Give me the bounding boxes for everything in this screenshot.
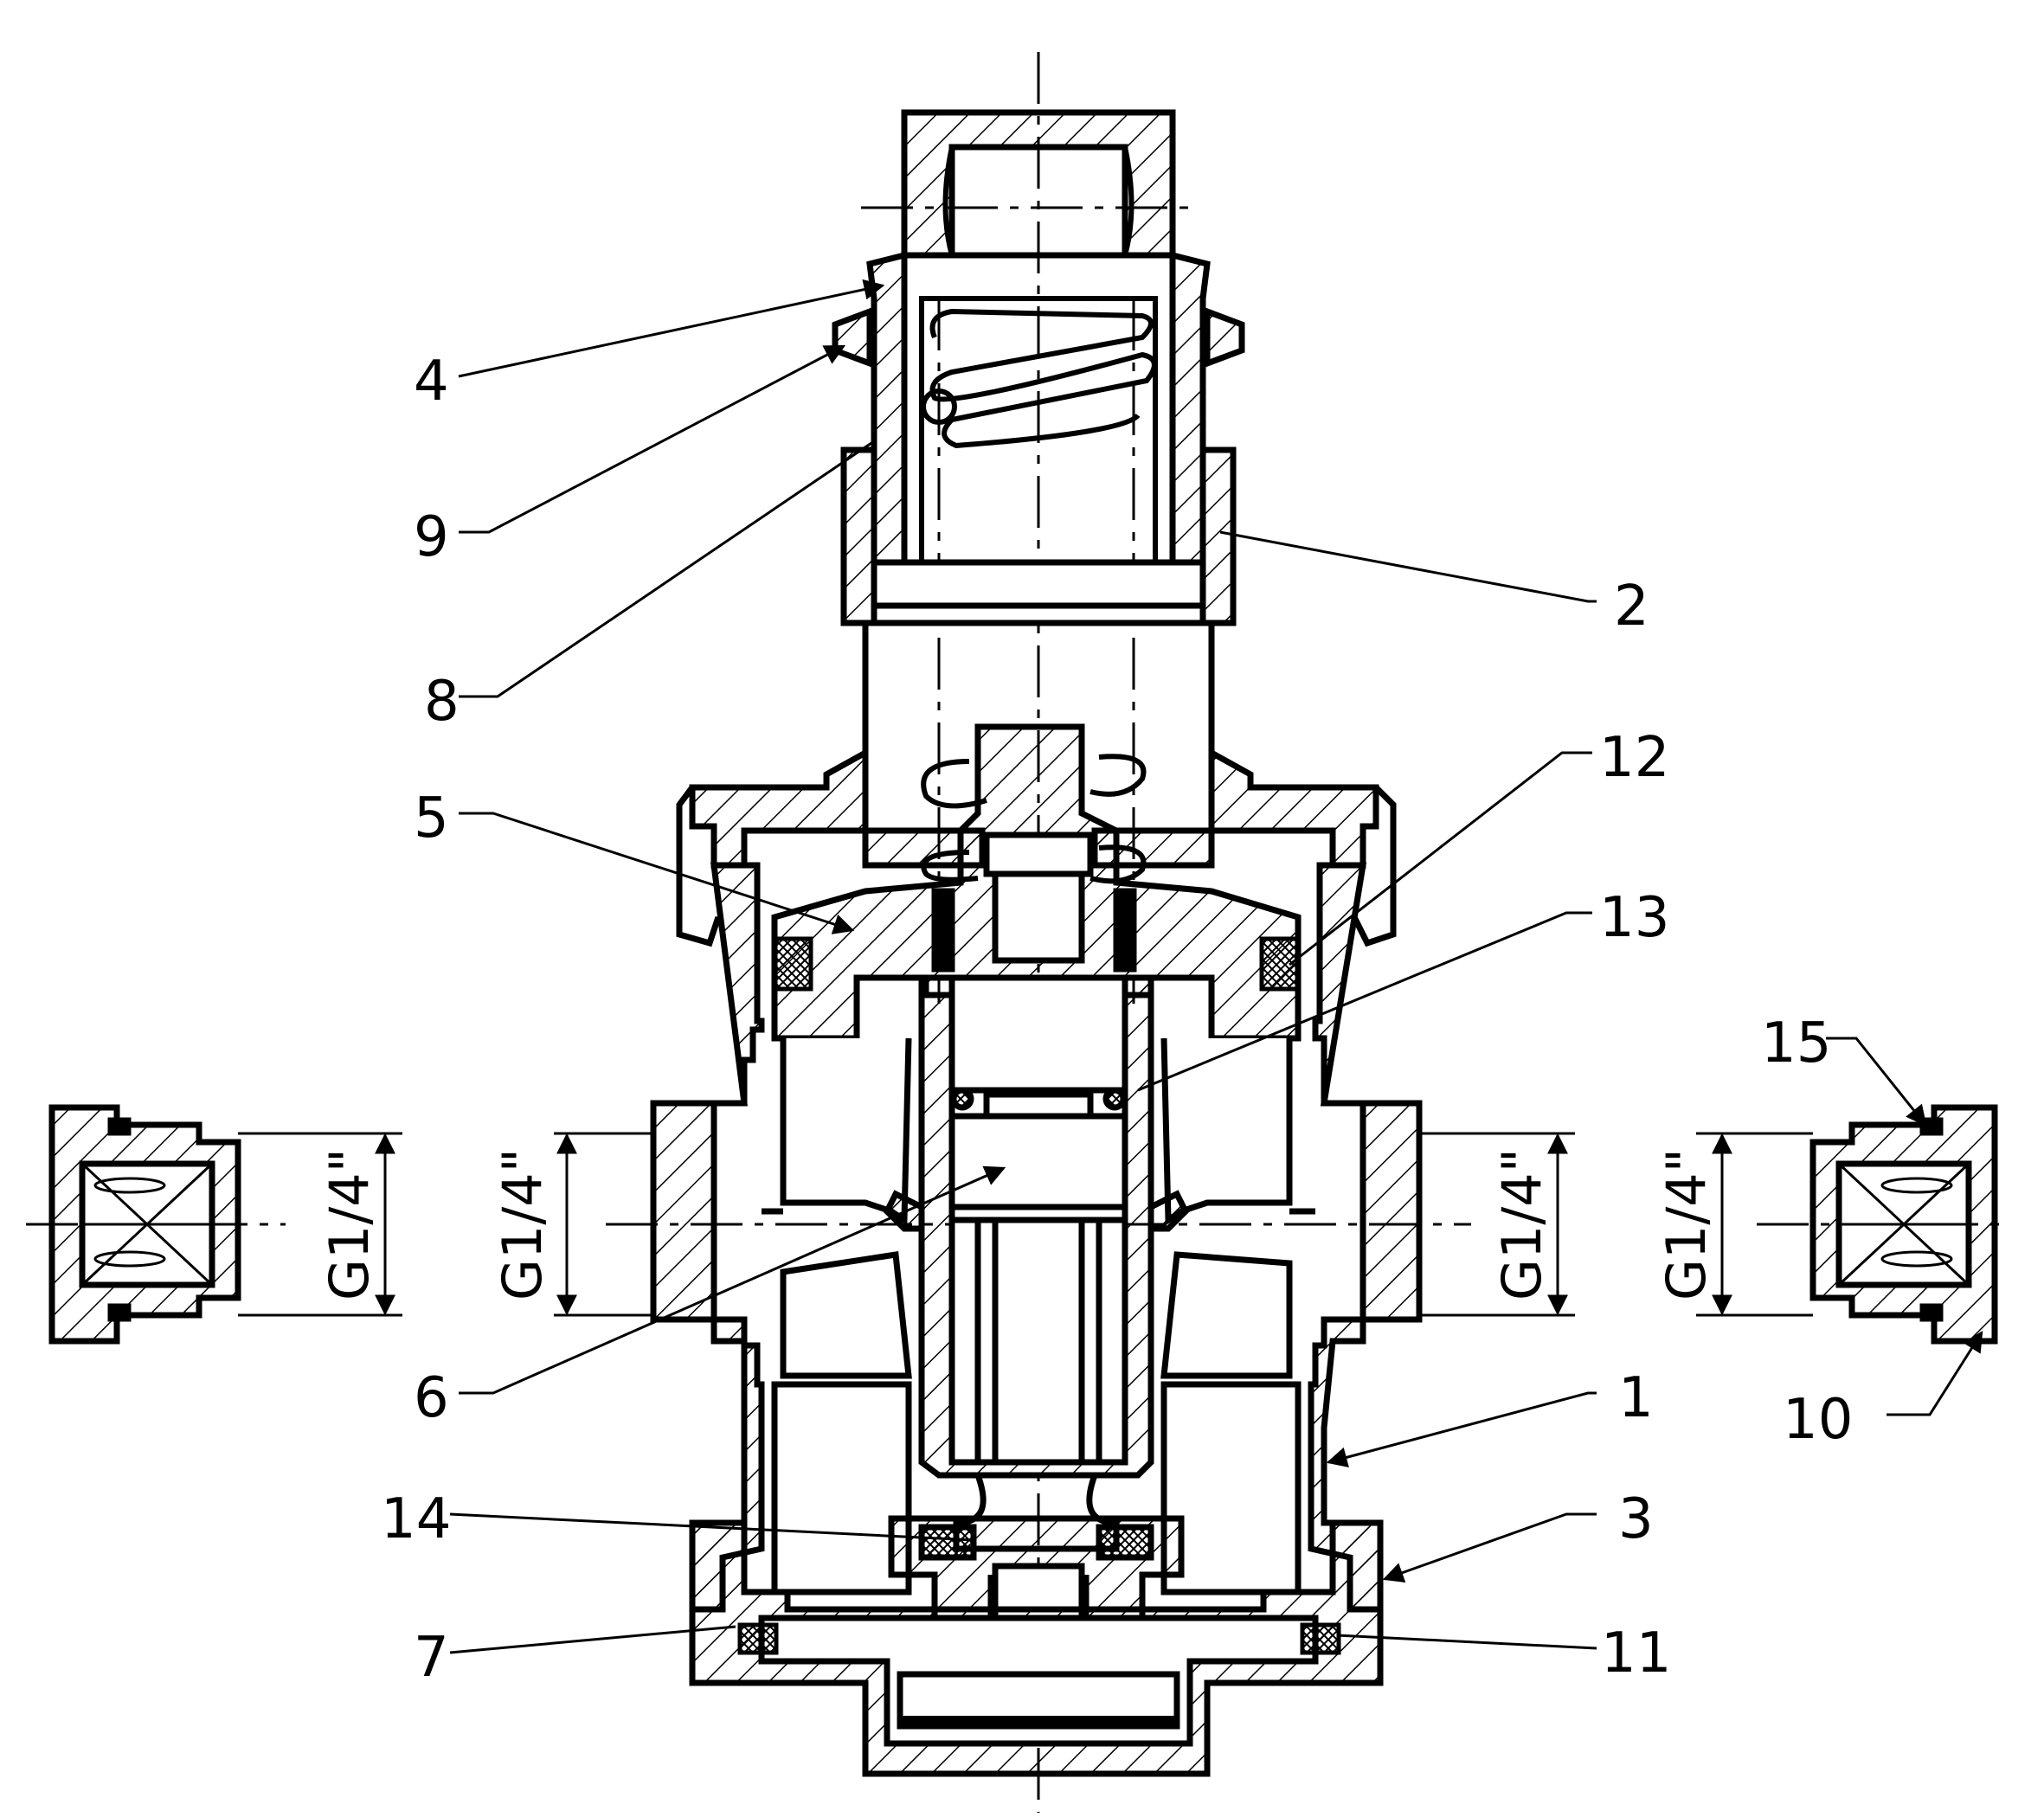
thread-label-outlet: G1/4": [1490, 1148, 1553, 1300]
callout-6: 6: [414, 1366, 449, 1430]
bonnet: [676, 446, 1397, 947]
callout-4: 4: [414, 350, 449, 414]
piston: [771, 723, 1302, 1042]
adjusting-cap: [901, 109, 1176, 259]
bottom-cap: [689, 1519, 1384, 1777]
right-plug: [1809, 1104, 1998, 1345]
thread-dimensions: [238, 1132, 1813, 1317]
body: [650, 862, 1423, 1613]
thread-label-right-plug: G1/4": [1655, 1148, 1718, 1300]
left-plug: [48, 1104, 241, 1345]
callout-1: 1: [1618, 1366, 1654, 1430]
thread-label-inlet: G1/4": [491, 1148, 554, 1300]
callout-8: 8: [424, 670, 460, 734]
thread-label-left-plug: G1/4": [318, 1148, 381, 1300]
callout-2: 2: [1614, 575, 1649, 639]
callout-14: 14: [381, 1487, 451, 1551]
callout-10: 10: [1783, 1388, 1853, 1452]
callout-12: 12: [1599, 726, 1669, 790]
callout-9: 9: [414, 505, 449, 569]
callout-11: 11: [1601, 1621, 1671, 1685]
stem: [883, 974, 1190, 1479]
callout-13: 13: [1599, 886, 1669, 950]
callout-7: 7: [414, 1626, 449, 1690]
piston-o-rings: [772, 936, 1301, 992]
callout-5: 5: [414, 787, 449, 851]
leader-lines: [449, 279, 1983, 1654]
callout-15: 15: [1761, 1011, 1831, 1075]
callout-labels: 4 9 8 2 5 12 13 15 6 1 10 14 3 7 11: [381, 350, 1853, 1690]
spring-guide: [832, 251, 1245, 566]
callout-3: 3: [1618, 1487, 1654, 1551]
upper-spring: [921, 308, 1157, 449]
bottom-o-rings: [737, 1622, 1341, 1655]
thread-labels: G1/4" G1/4" G1/4" G1/4": [318, 1148, 1718, 1300]
